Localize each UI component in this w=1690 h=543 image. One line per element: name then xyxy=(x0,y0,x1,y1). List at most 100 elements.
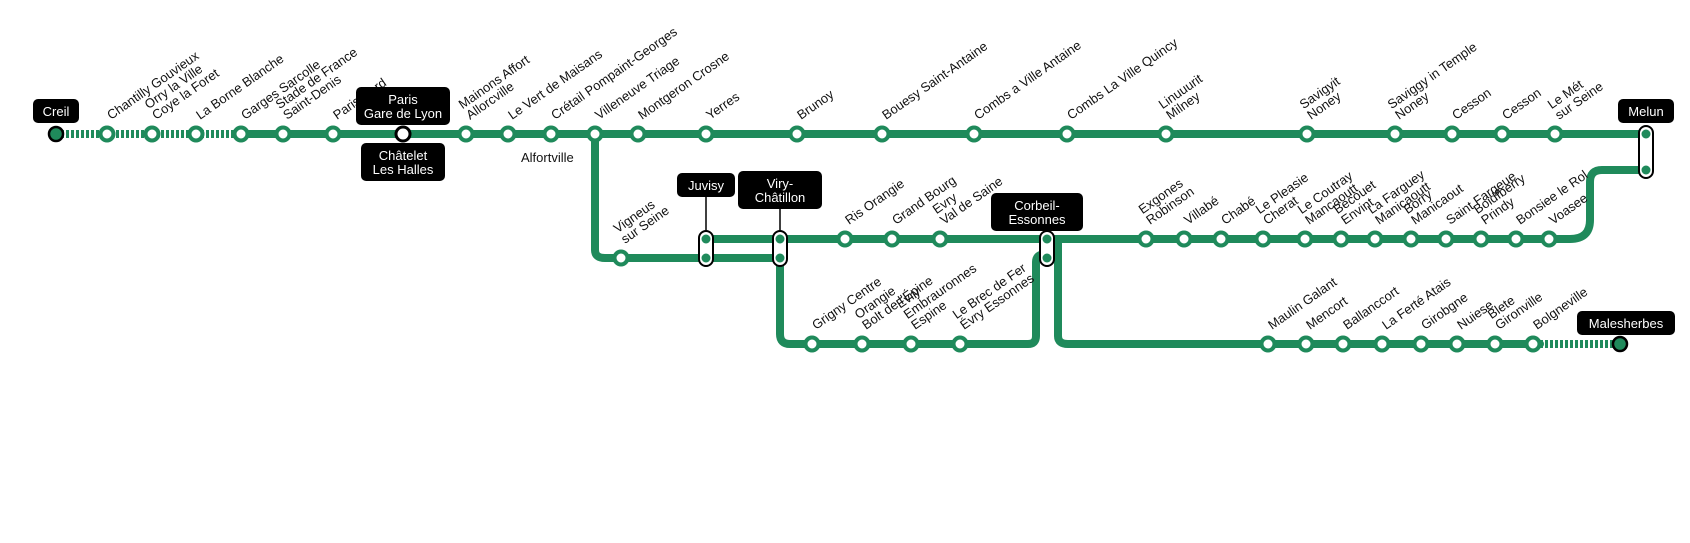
branch-station-10[interactable] xyxy=(1366,230,1384,248)
corbeil-essonnes-hub-box xyxy=(991,193,1083,231)
creil-station[interactable] xyxy=(47,125,65,143)
branch-station-11[interactable] xyxy=(1402,230,1420,248)
main-station-8[interactable] xyxy=(542,125,560,143)
lower-station-6[interactable] xyxy=(1486,335,1504,353)
main-station-11[interactable] xyxy=(697,125,715,143)
juvisy-station-pill-dot-top xyxy=(701,234,711,244)
branch-station-7[interactable] xyxy=(1254,230,1272,248)
main-station-12[interactable] xyxy=(788,125,806,143)
loop-station-0[interactable] xyxy=(803,335,821,353)
corbeil-essonnes-hub-label: Corbeil- xyxy=(1014,198,1060,213)
branch-station-15[interactable] xyxy=(1540,230,1558,248)
paris-gare-de-lyon-station[interactable] xyxy=(394,125,412,143)
branch-station-8[interactable] xyxy=(1296,230,1314,248)
corbeil-essonnes-station-pill-dot-top xyxy=(1042,234,1052,244)
chatelet-les-halles-hub-label: Châtelet xyxy=(379,148,428,163)
lower-station-4[interactable] xyxy=(1412,335,1430,353)
main-station-3[interactable] xyxy=(232,125,250,143)
malesherbes-terminus-label[interactable]: Malesherbes xyxy=(1577,311,1675,335)
branch-station-13[interactable] xyxy=(1472,230,1490,248)
main-station-13[interactable] xyxy=(873,125,891,143)
main-station-10[interactable] xyxy=(629,125,647,143)
corbeil-essonnes-station-pill-dot-bottom xyxy=(1042,253,1052,263)
main-station-label-19: Cesson xyxy=(1449,85,1494,123)
branch-station-12[interactable] xyxy=(1437,230,1455,248)
branch-station-2[interactable] xyxy=(883,230,901,248)
alfortville-label: Alfortville xyxy=(521,150,574,165)
main-station-label-11: Yerres xyxy=(703,89,742,123)
creil-terminus-label[interactable]: Creil xyxy=(33,99,79,123)
lower-station-1[interactable] xyxy=(1297,335,1315,353)
main-station-16[interactable] xyxy=(1157,125,1175,143)
main-station-20[interactable] xyxy=(1493,125,1511,143)
main-station-19[interactable] xyxy=(1443,125,1461,143)
branch-station-14[interactable] xyxy=(1507,230,1525,248)
main-station-14[interactable] xyxy=(965,125,983,143)
branch-station-4[interactable] xyxy=(1137,230,1155,248)
viry-chatillon-station-pill-dot-top xyxy=(775,234,785,244)
loop-station-3[interactable] xyxy=(951,335,969,353)
lower-station-3[interactable] xyxy=(1373,335,1391,353)
main-station-1[interactable] xyxy=(143,125,161,143)
viry-chatillon-hub-box xyxy=(738,171,822,209)
main-station-label-19-line: Cesson xyxy=(1449,85,1494,123)
middle-branch-track xyxy=(591,130,1650,262)
main-station-2[interactable] xyxy=(187,125,205,143)
malesherbes-terminus-label-label: Malesherbes xyxy=(1589,316,1664,331)
main-station-7[interactable] xyxy=(499,125,517,143)
main-station-label-21: Le Métsur Seine xyxy=(1545,68,1606,122)
main-station-label-11-line: Yerres xyxy=(703,89,742,123)
main-station-4[interactable] xyxy=(274,125,292,143)
juvisy-hub-label: Juvisy xyxy=(688,178,725,193)
main-station-9[interactable] xyxy=(586,125,604,143)
lower-station-7[interactable] xyxy=(1524,335,1542,353)
lower-station-2[interactable] xyxy=(1334,335,1352,353)
viry-chatillon-hub-label: Viry- xyxy=(767,176,793,191)
viry-chatillon-station-pill-dot-bottom xyxy=(775,253,785,263)
lower-loop-track xyxy=(776,241,1050,348)
melun-terminus-label-label: Melun xyxy=(1628,104,1663,119)
lower-station-5[interactable] xyxy=(1448,335,1466,353)
melun-station-pill-dot-top xyxy=(1641,129,1651,139)
loop-station-2[interactable] xyxy=(902,335,920,353)
branch-station-0[interactable] xyxy=(612,249,630,267)
lower-branch-track xyxy=(1054,235,1544,348)
branch-station-label-0: Vigneussur Seine xyxy=(611,192,672,246)
paris-gare-de-lyon-hub-box xyxy=(356,87,450,125)
paris-gare-de-lyon-hub-label: Gare de Lyon xyxy=(364,106,442,121)
branch-station-3[interactable] xyxy=(931,230,949,248)
juvisy-station-pill-dot-bottom xyxy=(701,253,711,263)
malesherbes-station[interactable] xyxy=(1611,335,1629,353)
main-station-label-20-line: Cesson xyxy=(1499,85,1544,123)
main-station-18[interactable] xyxy=(1386,125,1404,143)
main-station-0[interactable] xyxy=(98,125,116,143)
branch-station-9[interactable] xyxy=(1332,230,1350,248)
main-station-6[interactable] xyxy=(457,125,475,143)
main-station-5[interactable] xyxy=(324,125,342,143)
branch-station-5[interactable] xyxy=(1175,230,1193,248)
malesherbes-terminus-label-box xyxy=(1577,311,1675,335)
corbeil-essonnes-hub-label: Essonnes xyxy=(1008,212,1066,227)
viry-chatillon-hub[interactable]: Viry-Châtillon xyxy=(738,171,822,209)
melun-terminus-label[interactable]: Melun xyxy=(1618,99,1674,123)
main-station-21[interactable] xyxy=(1546,125,1564,143)
juvisy-hub[interactable]: Juvisy xyxy=(677,173,735,197)
loop-station-1[interactable] xyxy=(853,335,871,353)
corbeil-essonnes-hub[interactable]: Corbeil-Essonnes xyxy=(991,193,1083,231)
melun-terminus-label-box xyxy=(1618,99,1674,123)
branch-station-6[interactable] xyxy=(1212,230,1230,248)
main-station-17[interactable] xyxy=(1298,125,1316,143)
branch-station-1[interactable] xyxy=(836,230,854,248)
melun-station-pill[interactable] xyxy=(1638,125,1654,179)
main-station-label-12: Brunoy xyxy=(794,86,837,122)
creil-terminus-label-label: Creil xyxy=(43,104,70,119)
main-station-15[interactable] xyxy=(1058,125,1076,143)
melun-station-pill-dot-bottom xyxy=(1641,165,1651,175)
track-lines xyxy=(56,130,1650,348)
lower-station-0[interactable] xyxy=(1259,335,1277,353)
viry-chatillon-hub-label: Châtillon xyxy=(755,190,806,205)
